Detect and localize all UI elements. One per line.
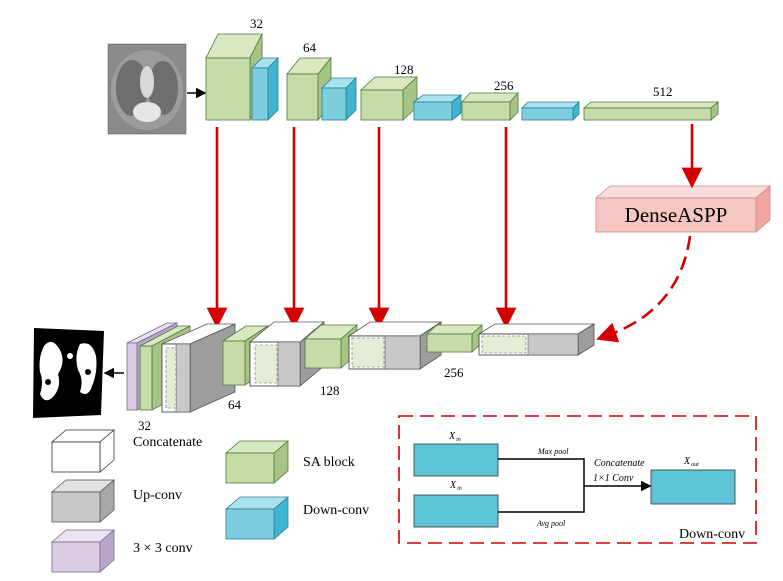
down-conv-dashed-frame xyxy=(398,415,757,544)
legend-conv3x3-label: 3 × 3 conv xyxy=(133,541,193,556)
encoder-down-conv-1 xyxy=(251,57,279,121)
encoder-label-512: 512 xyxy=(653,84,673,99)
conv1x1-op-label: 1×1 Conv xyxy=(593,473,634,484)
x-in-avg-box xyxy=(413,494,499,528)
decoder-sa-block-256 xyxy=(425,324,484,353)
legend-sa-block-swatch xyxy=(224,440,290,484)
encoder-down-conv-4 xyxy=(521,101,580,121)
output-mask-image xyxy=(33,328,104,418)
x-in-label-2: Xin xyxy=(449,480,462,492)
x-in-label-1: Xin xyxy=(448,431,461,443)
encoder-label-64: 64 xyxy=(303,40,317,55)
down-conv-title: Down-conv xyxy=(679,527,745,542)
encoder-label-256: 256 xyxy=(494,78,514,93)
encoder-path xyxy=(205,33,720,122)
dense-aspp-label: DenseASPP xyxy=(625,203,728,227)
x-out-label: Xout xyxy=(683,456,699,468)
x-out-box xyxy=(650,469,736,505)
decoder-label-128: 128 xyxy=(320,383,340,398)
concatenate-op-label: Concatenate xyxy=(594,458,645,469)
encoder-down-conv-3 xyxy=(412,94,463,121)
legend-conv3x3-swatch xyxy=(50,529,116,573)
decoder-label-64: 64 xyxy=(228,397,242,412)
max-pool-label: Max pool xyxy=(537,447,569,456)
decoder-concat-256 xyxy=(477,323,596,356)
encoder-label-128: 128 xyxy=(394,62,414,77)
down-conv-detail: Xin Xin Xout Max pool Avg pool Concatena… xyxy=(398,415,757,544)
encoder-sa-block-128 xyxy=(359,76,419,121)
legend-down-conv-label: Down-conv xyxy=(303,503,369,518)
skip-connections xyxy=(206,124,703,343)
legend-sa-block-label: SA block xyxy=(303,455,355,470)
encoder-sa-block-256 xyxy=(461,91,519,121)
legend-up-conv-swatch xyxy=(50,479,116,523)
decoder-label-256: 256 xyxy=(444,365,464,380)
encoder-sa-block-512 xyxy=(582,101,720,121)
legend-up-conv-label: Up-conv xyxy=(133,488,182,503)
encoder-label-32: 32 xyxy=(250,16,263,31)
input-ct-image xyxy=(107,43,187,135)
dense-aspp-block: DenseASPP xyxy=(594,185,772,233)
encoder-down-conv-2 xyxy=(321,77,357,121)
decoder-label-32: 32 xyxy=(138,418,151,433)
decoder-path xyxy=(126,321,596,413)
legend: Concatenate Up-conv 3 × 3 conv SA block … xyxy=(50,429,369,573)
x-in-max-box xyxy=(413,443,499,477)
legend-concatenate-label: Concatenate xyxy=(133,435,202,450)
legend-down-conv-swatch xyxy=(224,496,290,540)
avg-pool-label: Avg pool xyxy=(536,519,566,528)
legend-concatenate-swatch xyxy=(50,429,116,473)
